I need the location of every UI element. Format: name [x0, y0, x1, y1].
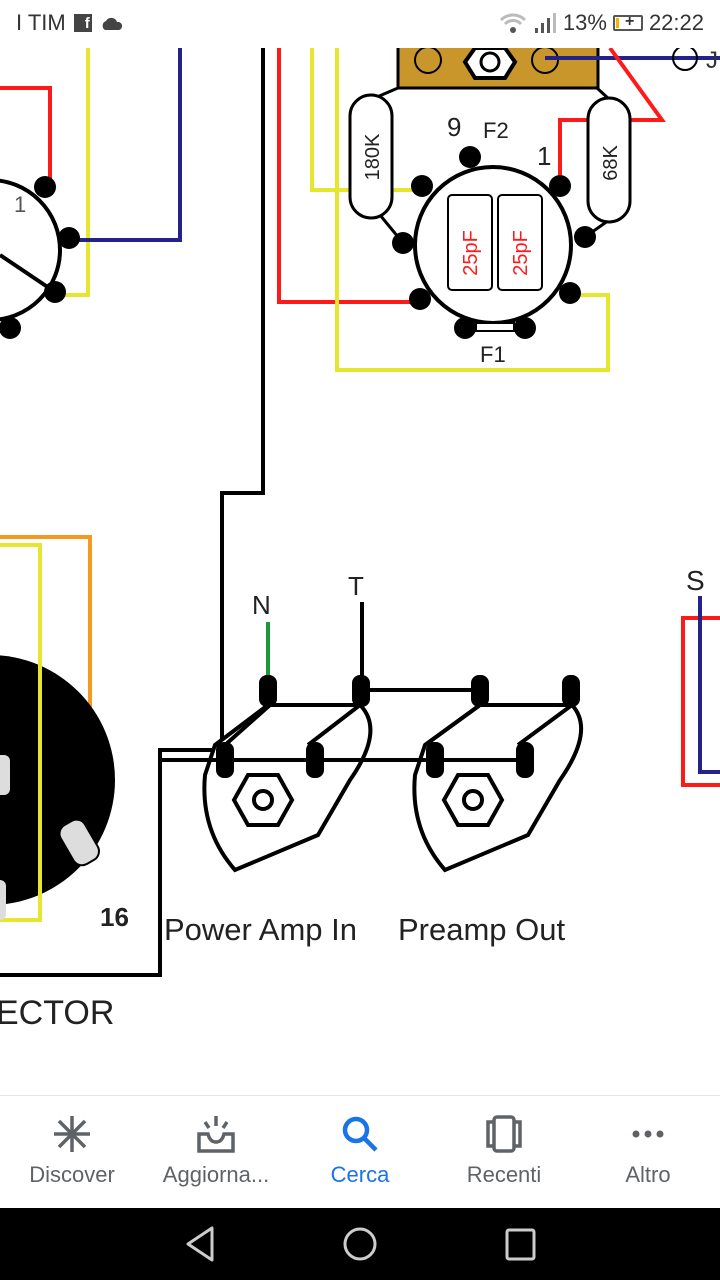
s-label: S	[686, 565, 705, 596]
recents-square-icon	[505, 1228, 536, 1261]
search-icon	[340, 1114, 380, 1154]
red-wire	[0, 86, 52, 185]
nav-more[interactable]: Altro	[576, 1096, 720, 1209]
facebook-icon: f	[73, 14, 92, 32]
home-circle-icon	[343, 1227, 377, 1261]
battery-icon: +	[612, 13, 643, 31]
power-amp-in-label: Power Amp In	[164, 912, 357, 947]
nav-label: Aggiorna...	[162, 1162, 270, 1187]
clock: 22:22	[648, 10, 704, 35]
back-button[interactable]	[186, 1226, 214, 1262]
jacks: N T Power Amp In Preamp Out	[160, 571, 584, 947]
ground-wire	[220, 48, 265, 760]
t-label: T	[348, 571, 364, 601]
asterisk-icon	[52, 1114, 92, 1154]
cloud-icon	[102, 17, 122, 30]
system-navigation-bar	[0, 1208, 720, 1280]
preamp-out-label: Preamp Out	[398, 912, 566, 947]
capacitor-left-label: 25pF	[460, 230, 482, 276]
recents-button[interactable]	[505, 1228, 536, 1261]
resistor-180k-label: 180K	[362, 133, 384, 180]
nav-updates[interactable]: Aggiorna...	[144, 1096, 288, 1209]
signal-icon	[534, 13, 556, 33]
nav-label: Altro	[625, 1162, 671, 1187]
nav-search[interactable]: Cerca	[288, 1096, 432, 1209]
pin-16-label: 16	[100, 902, 129, 932]
right-tube-socket: J 180K 68K 25pF 25pF 9 F2 1 F1	[277, 38, 720, 372]
bottom-navigation: Discover Aggiorna... Cerca Recenti Altro	[0, 1095, 720, 1209]
home-button[interactable]	[343, 1227, 377, 1261]
wifi-icon	[499, 13, 526, 33]
pin-9-label: 9	[447, 112, 461, 142]
nav-discover[interactable]: Discover	[0, 1096, 144, 1209]
yellow-wire	[55, 48, 90, 297]
nut-icon	[462, 46, 518, 80]
left-pin-label: 1	[14, 192, 26, 217]
more-dots-icon	[628, 1114, 668, 1154]
recent-cards-icon	[484, 1114, 524, 1154]
nav-recent[interactable]: Recenti	[432, 1096, 576, 1209]
right-edge-jack: S	[681, 565, 720, 787]
speaker-connector: 16 ECTOR	[0, 535, 222, 1032]
f2-label: F2	[483, 118, 509, 143]
n-label: N	[252, 590, 271, 620]
battery-percent: 13%	[562, 10, 607, 35]
wiring-diagram-image[interactable]: 1 J 180K 68K 25pF 25pF 9	[0, 0, 720, 1095]
jack-label: J	[706, 47, 718, 74]
nav-label: Discover	[29, 1162, 115, 1187]
capacitor-right-label: 25pF	[510, 230, 532, 276]
nav-label: Recenti	[466, 1162, 542, 1187]
back-triangle-icon	[186, 1226, 214, 1262]
resistor-68k-label: 68K	[600, 145, 622, 181]
left-tube-socket: 1	[0, 48, 182, 339]
blue-wire	[68, 48, 182, 242]
status-bar: I TIM f 13% + 22:22	[0, 0, 720, 48]
f1-label: F1	[480, 342, 506, 367]
carrier-label: I TIM	[16, 10, 66, 35]
connector-label: ECTOR	[0, 994, 114, 1032]
nav-label: Cerca	[330, 1162, 390, 1187]
pin-1-label: 1	[537, 141, 551, 171]
updates-tray-icon	[196, 1114, 236, 1154]
